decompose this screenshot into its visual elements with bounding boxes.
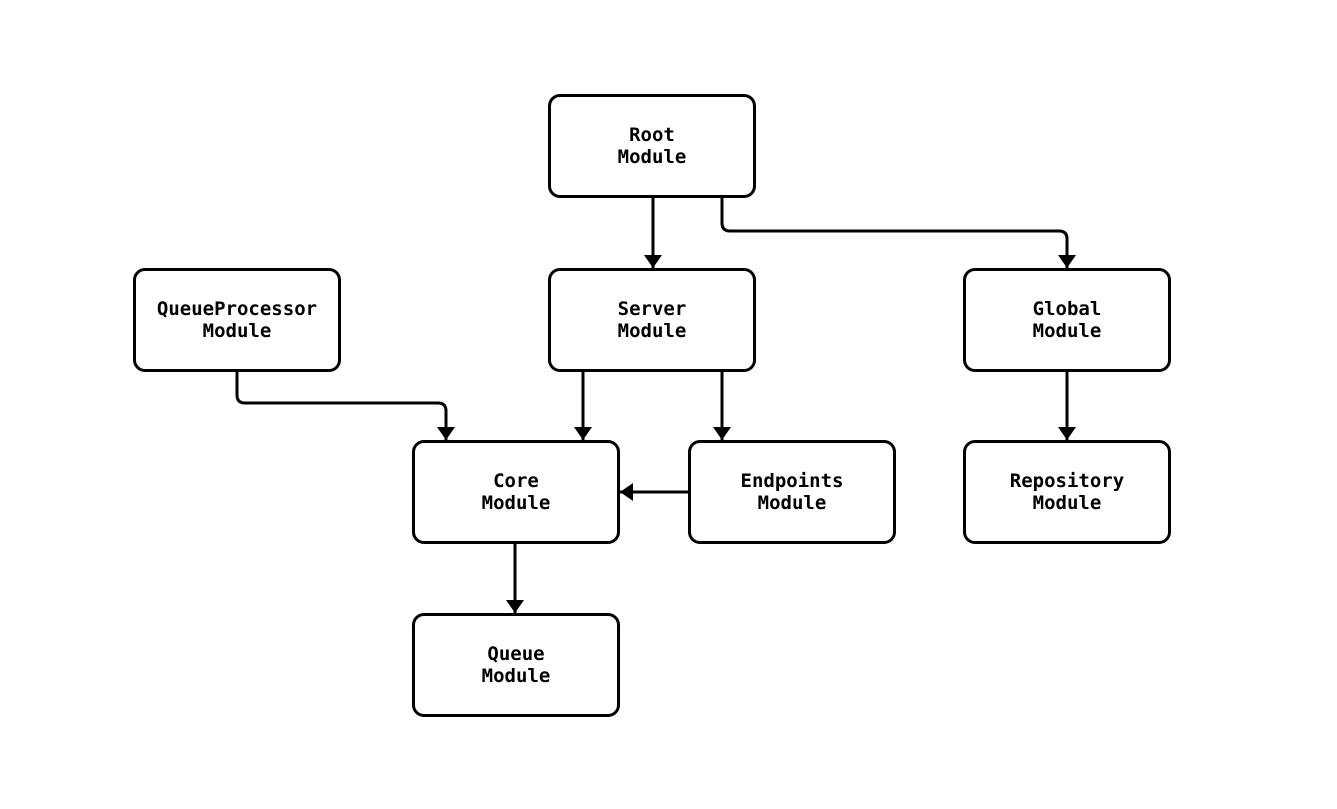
node-endpoints-module: Endpoints Module <box>688 440 896 544</box>
edge-root-to-global <box>720 198 1076 268</box>
node-root-module: Root Module <box>548 94 756 198</box>
node-queueprocessor-module: QueueProcessor Module <box>133 268 341 372</box>
node-queue-module: Queue Module <box>412 613 620 717</box>
edge-queueprocessor-to-core <box>235 372 455 440</box>
node-core-module: Core Module <box>412 440 620 544</box>
node-repository-module: Repository Module <box>963 440 1171 544</box>
node-global-module: Global Module <box>963 268 1171 372</box>
node-server-module: Server Module <box>548 268 756 372</box>
